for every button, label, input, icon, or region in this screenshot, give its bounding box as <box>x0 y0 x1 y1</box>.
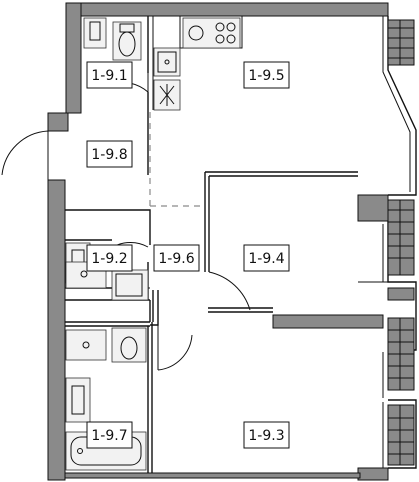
svg-text:1-9.3: 1-9.3 <box>248 428 284 444</box>
room-label-1-9-6: 1-9.6 <box>153 244 200 272</box>
room-label-1-9-5: 1-9.5 <box>243 61 290 89</box>
svg-text:1-9.7: 1-9.7 <box>91 428 127 444</box>
shower-icon <box>65 329 107 361</box>
washbasin-icon <box>65 377 91 423</box>
room-labels: 1-9.1 1-9.5 1-9.8 1-9.2 1-9.6 1-9.4 1-9.… <box>86 61 290 449</box>
toilet-icon <box>111 327 147 363</box>
svg-text:1-9.1: 1-9.1 <box>91 68 127 84</box>
room-label-1-9-7: 1-9.7 <box>86 421 133 449</box>
room-label-1-9-1: 1-9.1 <box>86 61 133 89</box>
room-label-1-9-3: 1-9.3 <box>243 421 290 449</box>
toilet-icon <box>112 21 142 61</box>
zone-boundaries <box>149 112 205 207</box>
svg-text:1-9.6: 1-9.6 <box>158 251 194 267</box>
room-label-1-9-2: 1-9.2 <box>86 244 133 272</box>
svg-text:1-9.2: 1-9.2 <box>91 251 127 267</box>
svg-text:1-9.5: 1-9.5 <box>248 68 284 84</box>
washing-machine-icon <box>182 17 241 49</box>
svg-text:1-9.8: 1-9.8 <box>91 147 127 163</box>
room-label-1-9-4: 1-9.4 <box>243 244 290 272</box>
room-label-1-9-8: 1-9.8 <box>86 140 133 168</box>
svg-text:1-9.4: 1-9.4 <box>248 251 284 267</box>
facade-right <box>382 16 417 469</box>
structural-walls <box>47 2 389 481</box>
